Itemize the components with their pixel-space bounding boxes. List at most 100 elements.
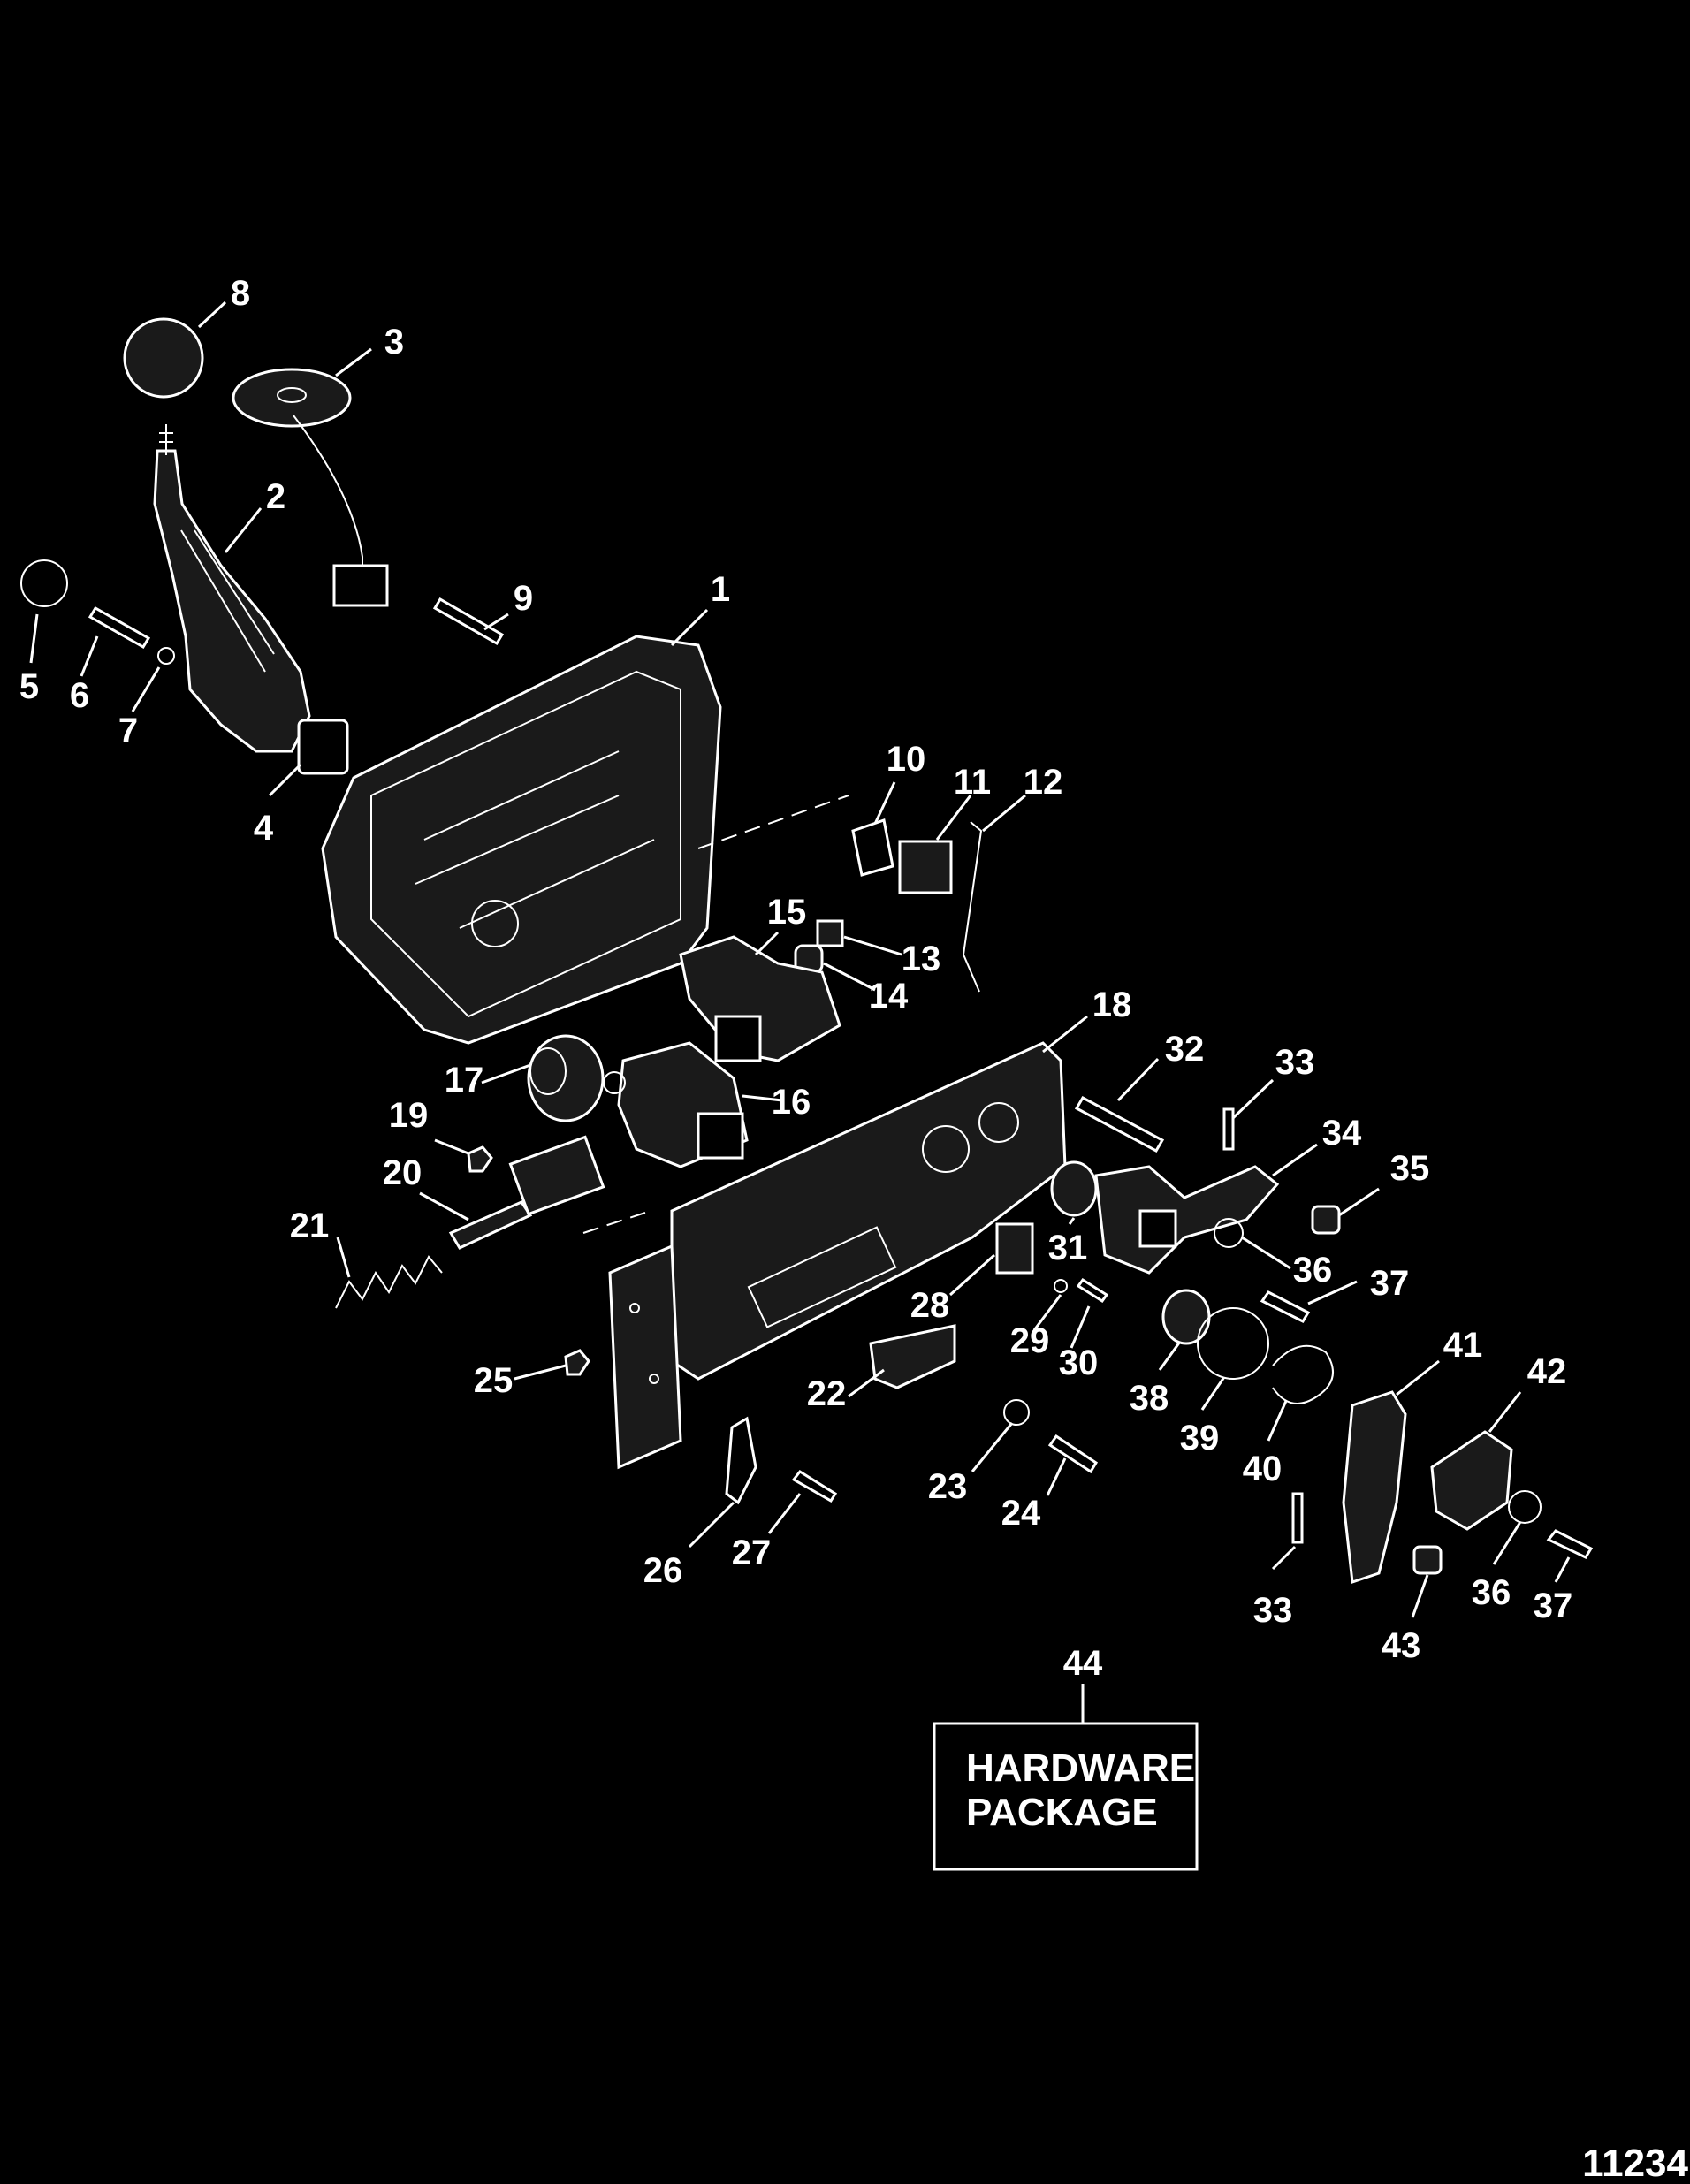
callout-11: 11 — [954, 763, 991, 802]
neutral-lock — [297, 719, 349, 775]
plate-41 — [1342, 1390, 1407, 1585]
callout-19: 19 — [389, 1096, 429, 1135]
callout-13: 13 — [902, 940, 941, 978]
leader-lines — [29, 301, 1571, 1724]
callout-12: 12 — [1024, 763, 1063, 802]
spring-21 — [335, 1255, 443, 1309]
callout-22: 22 — [807, 1374, 847, 1413]
washer-39 — [1197, 1307, 1269, 1380]
pin-33-upper — [1222, 1107, 1235, 1151]
screw-27 — [791, 1470, 838, 1503]
callout-26: 26 — [643, 1551, 683, 1590]
spring-wire — [962, 821, 983, 993]
figure-number: 11234 — [1582, 2142, 1688, 2184]
stud-43 — [1412, 1545, 1443, 1575]
callout-10: 10 — [887, 740, 926, 779]
callout-33-lower: 33 — [1253, 1591, 1293, 1630]
callout-23: 23 — [928, 1467, 968, 1506]
callout-41: 41 — [1443, 1326, 1483, 1365]
nut-19 — [467, 1145, 493, 1173]
nut-25 — [564, 1349, 590, 1376]
clip-26 — [725, 1416, 757, 1505]
callout-38: 38 — [1130, 1379, 1169, 1418]
callout-29: 29 — [1010, 1321, 1050, 1360]
washer-36-lower — [1508, 1490, 1542, 1524]
callout-31: 31 — [1048, 1229, 1088, 1267]
callout-36-lower: 36 — [1472, 1573, 1511, 1612]
washer-23 — [1003, 1399, 1030, 1426]
callout-37-upper: 37 — [1370, 1264, 1410, 1303]
callout-37-lower: 37 — [1534, 1587, 1573, 1625]
screw-24 — [1047, 1434, 1099, 1474]
callout-17: 17 — [445, 1061, 484, 1100]
shift-block — [508, 1135, 605, 1216]
screw-30 — [1076, 1277, 1109, 1304]
callout-6: 6 — [70, 676, 89, 715]
lever-22 — [869, 1324, 956, 1389]
trim-switch-wire — [293, 415, 363, 566]
washer-7 — [157, 647, 175, 665]
retaining-ring — [20, 559, 68, 607]
hardware-package-line1: HARDWARE — [966, 1746, 1195, 1790]
hardware-package-line2: PACKAGE — [966, 1791, 1158, 1834]
callout-15: 15 — [767, 893, 807, 932]
callout-44: 44 — [1063, 1644, 1103, 1683]
callout-27: 27 — [732, 1533, 772, 1572]
callout-33-upper: 33 — [1275, 1043, 1315, 1082]
hardware-package-frame — [933, 1722, 1199, 1871]
knob-ball — [123, 317, 204, 399]
arm-34 — [1094, 1165, 1280, 1275]
callout-35: 35 — [1390, 1149, 1430, 1188]
callout-14: 14 — [869, 977, 909, 1016]
callout-32: 32 — [1165, 1030, 1205, 1069]
pin-33-lower — [1291, 1492, 1304, 1544]
callout-40: 40 — [1243, 1450, 1283, 1488]
callout-1: 1 — [711, 570, 730, 609]
stud-35 — [1311, 1205, 1341, 1235]
screw-37-upper — [1260, 1290, 1311, 1323]
callout-36-upper: 36 — [1293, 1251, 1333, 1290]
callout-18: 18 — [1092, 985, 1132, 1024]
callout-3: 3 — [384, 323, 404, 361]
callout-5: 5 — [19, 667, 39, 706]
callout-9: 9 — [514, 579, 533, 618]
bolt-32 — [1074, 1095, 1165, 1153]
callout-20: 20 — [383, 1153, 422, 1192]
callout-42: 42 — [1527, 1352, 1567, 1391]
screw-37-lower — [1546, 1529, 1594, 1559]
washer-36-upper — [1214, 1218, 1244, 1248]
washer-29 — [1054, 1279, 1068, 1293]
callout-43: 43 — [1382, 1626, 1421, 1665]
spring-40 — [1272, 1344, 1334, 1404]
detent-bracket — [851, 818, 894, 877]
bushing-38 — [1161, 1289, 1211, 1345]
switch-block — [898, 840, 953, 894]
part-drawings — [20, 317, 1594, 1585]
callout-7: 7 — [118, 712, 138, 750]
control-handle — [153, 449, 311, 753]
callout-25: 25 — [474, 1361, 514, 1400]
side-plate — [608, 1244, 682, 1470]
callout-16: 16 — [772, 1083, 811, 1122]
handle-screw — [88, 605, 151, 650]
control-housing — [321, 635, 722, 1045]
callout-28: 28 — [910, 1286, 950, 1325]
shift-rod — [448, 1200, 533, 1250]
bushing-31 — [1050, 1160, 1098, 1217]
callout-21: 21 — [290, 1206, 330, 1245]
callout-30: 30 — [1059, 1343, 1099, 1382]
hardware-package-box: HARDWARE PACKAGE — [933, 1722, 1199, 1871]
callout-2: 2 — [266, 477, 285, 516]
callout-24: 24 — [1001, 1494, 1041, 1533]
callout-34: 34 — [1322, 1114, 1362, 1153]
trim-switch-disc — [232, 368, 352, 428]
callout-8: 8 — [231, 274, 250, 313]
switch-28 — [995, 1222, 1034, 1275]
housing-screw — [432, 597, 505, 646]
callout-numbers: 1 2 3 4 5 6 7 8 9 10 11 12 13 14 15 16 1… — [19, 274, 1572, 1683]
detent-13 — [816, 919, 844, 947]
callout-4: 4 — [254, 809, 274, 848]
cover-42 — [1430, 1430, 1513, 1531]
callout-39: 39 — [1180, 1419, 1220, 1457]
